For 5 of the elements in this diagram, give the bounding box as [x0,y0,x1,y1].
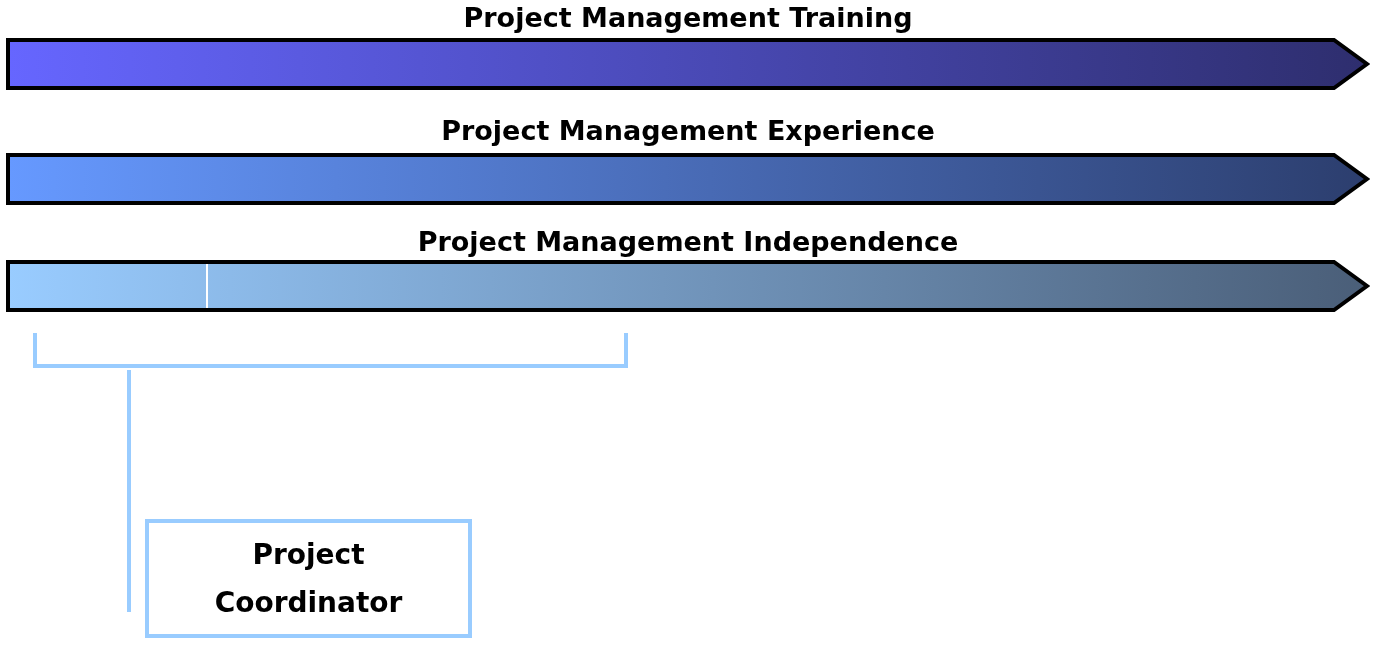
band-title: Project Management Training [462,2,914,34]
role-box [145,519,472,638]
band-title: Project Management Independence [416,226,960,258]
band-title: Project Management Experience [440,115,936,147]
role-label: Project Coordinator [213,536,404,621]
